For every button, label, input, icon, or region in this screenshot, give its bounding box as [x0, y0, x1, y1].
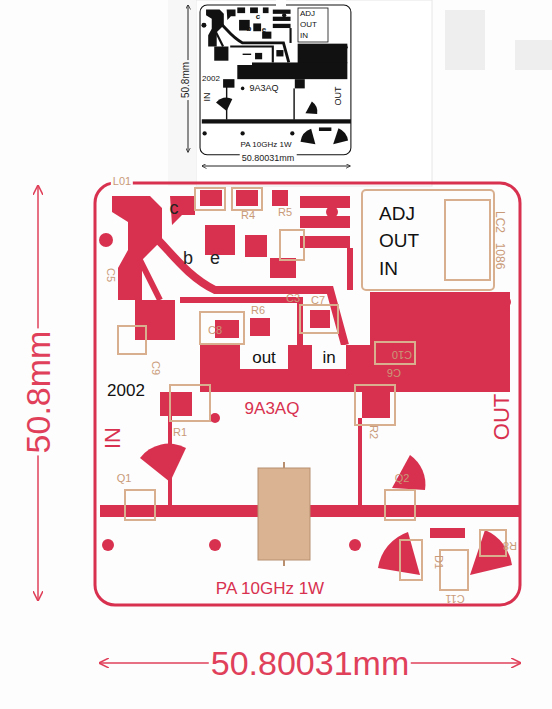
pcb-shape [200, 312, 244, 344]
pcb-shape [445, 10, 485, 70]
part-name: R2 [368, 425, 379, 439]
part-name: L01 [111, 176, 133, 187]
board-label: OUT [491, 392, 513, 442]
pcb-shape [202, 166, 350, 167]
part-name: Q1 [117, 473, 132, 484]
board-label: in [284, 67, 291, 75]
board-copper [95, 183, 520, 605]
pcb-shape [232, 188, 262, 210]
pcb-shape [372, 194, 444, 288]
part-name: R8 [503, 540, 517, 551]
pcb-shape [168, 0, 196, 186]
part-name: C11 [445, 593, 464, 604]
thumbnail-paper [196, 0, 432, 186]
board-label: out [258, 67, 270, 75]
pin-name: ADJ [300, 10, 315, 18]
board-label: 50.8mm [21, 329, 55, 456]
silkscreen [118, 188, 506, 590]
pcb-shape [480, 530, 506, 556]
board-label: e [262, 26, 266, 34]
part-name: C6 [387, 367, 401, 378]
board-label: c [170, 199, 179, 217]
pcb-shape [240, 345, 288, 369]
part-name: R4 [241, 210, 255, 221]
pcb-shape [195, 188, 225, 210]
part-name: R6 [251, 305, 265, 316]
pcb-shape [400, 540, 422, 580]
board-label: IN [203, 93, 212, 102]
pin-name: ADJ [379, 204, 415, 223]
pin-name: OUT [300, 21, 317, 29]
part-name: C7 [311, 295, 325, 306]
pcb-shape [232, 55, 252, 65]
pcb-shape [170, 385, 210, 421]
board-label: out [252, 349, 276, 366]
pcb-shape [283, 560, 285, 566]
part-name: LC2 [494, 211, 506, 233]
board-label: c [256, 13, 260, 21]
pcb-shape [440, 550, 468, 590]
pcb-shape [200, 5, 351, 155]
board-label: IN [102, 425, 124, 451]
board-label: 2002 [202, 75, 220, 83]
board-label: 9A3AQ [249, 84, 278, 93]
board-label: 50.8mm [181, 60, 191, 100]
pcb-shape [298, 8, 328, 42]
board-label: 9A3AQ [243, 400, 302, 417]
pcb-shape [125, 490, 155, 520]
part-name: C5 [105, 268, 116, 282]
board-label: PA 10GHz 1W [241, 141, 292, 149]
part-name: C3 [286, 293, 300, 304]
pcb-shape [355, 385, 395, 425]
part-name: R5 [278, 207, 292, 218]
part-name: 1086 [494, 243, 506, 270]
board-label: b [247, 25, 252, 33]
pcb-shape [375, 342, 415, 364]
part-name: Q2 [395, 473, 410, 484]
board-label: 50.80031mm [240, 154, 297, 163]
thumbnail-board [200, 5, 351, 155]
part-name: C9 [150, 361, 161, 375]
board-label: 50.80031mm [209, 646, 411, 680]
board-label: PA 10GHz 1W [214, 580, 326, 597]
pcb-shape [118, 326, 146, 354]
pcb-shape [312, 345, 346, 369]
pcb-shape [385, 490, 415, 520]
pin-name: IN [300, 32, 308, 40]
board-label: 2002 [107, 382, 145, 399]
board-label: e [210, 249, 220, 267]
board-label: b [183, 249, 193, 267]
board-label: OUT [334, 87, 343, 106]
pin-name: IN [379, 259, 398, 278]
board-label: in [322, 349, 335, 366]
pcb-shape [300, 305, 338, 333]
pcb-shape [95, 183, 520, 605]
pcb-shape [283, 462, 285, 468]
part-name: D1 [433, 555, 444, 569]
regulator-pin-box: ADJ OUT IN [374, 196, 442, 286]
pcb-shape [280, 230, 304, 260]
pcb-shape [515, 40, 552, 70]
regulator-pin-box: ADJ OUT IN [298, 8, 328, 42]
chip-capacitor [258, 468, 310, 560]
pcb-shape [276, 0, 286, 6]
part-name: R1 [173, 427, 187, 438]
pin-name: OUT [379, 231, 419, 250]
pcb-shape [362, 190, 494, 290]
part-name: C10 [392, 349, 412, 360]
part-name: C8 [208, 325, 222, 336]
pcb-shape [445, 200, 490, 280]
